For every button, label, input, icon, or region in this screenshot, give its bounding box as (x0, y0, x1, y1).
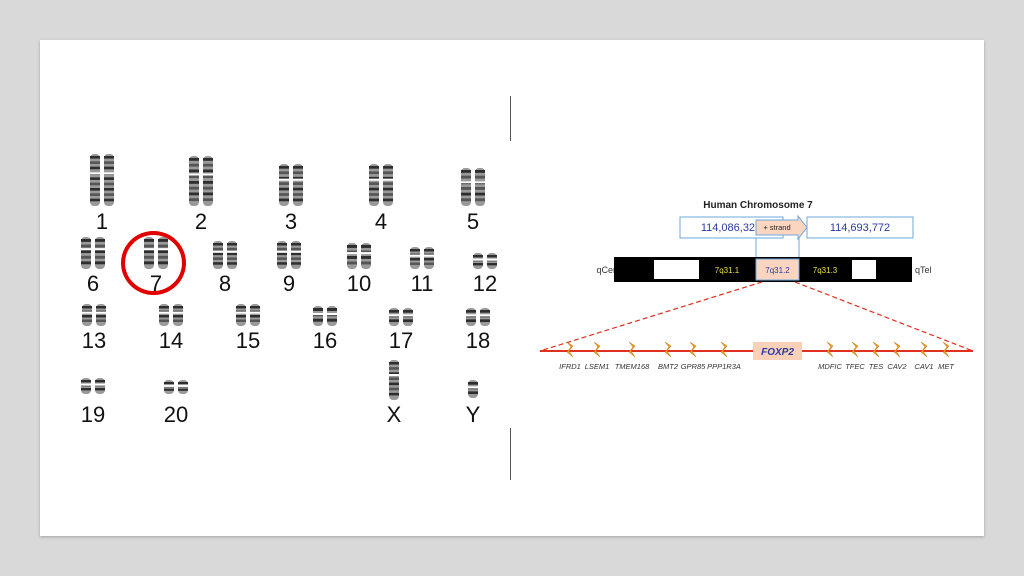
chromosome-label-18: 18 (465, 328, 491, 353)
end-coordinate: 114,693,772 (830, 222, 890, 234)
chromosome-7-highlight-ring (121, 231, 186, 295)
gene-bmt2: BMT2 (658, 362, 679, 371)
chromosome-pair-8 (212, 241, 238, 269)
strand-label: + strand (763, 223, 790, 232)
chromosome-label-2: 2 (194, 209, 208, 234)
gene-lsem1: LSEM1 (585, 362, 610, 371)
strand-arrow (755, 214, 808, 241)
divider-top (510, 96, 511, 141)
chromosome-pair-1 (89, 154, 115, 206)
light-band-right (852, 260, 876, 279)
chromosome-label-13: 13 (81, 328, 107, 353)
chromosome-pair-16 (312, 306, 338, 326)
chromosome-label-12: 12 (472, 271, 498, 296)
chromosome-label-19: 19 (80, 402, 106, 427)
chromosome-pair-9 (276, 241, 302, 269)
light-band-left (654, 260, 699, 279)
chromosome-pair-x (388, 360, 400, 400)
chromosome-pair-5 (460, 168, 486, 206)
chromosome-label-4: 4 (374, 209, 388, 234)
start-coordinate: 114,086,327 (701, 222, 761, 234)
gene-ifrd1: IFRD1 (559, 362, 581, 371)
chromosome-label-9: 9 (282, 271, 296, 296)
chromosome-label-17: 17 (388, 328, 414, 353)
focus-gene-foxp2: FOXP2 (761, 347, 794, 358)
gene-gpr85: GPR85 (681, 362, 706, 371)
gene-tes: TES (869, 362, 884, 371)
chromosome-pair-13 (81, 304, 107, 326)
gene-mdfic: MDFIC (818, 362, 842, 371)
gene-marker-1 (593, 341, 601, 358)
chromosome-pair-14 (158, 304, 184, 326)
chromosome-label-11: 11 (410, 271, 434, 296)
chromosome-pair-6 (80, 237, 106, 269)
gene-marker-2 (628, 341, 636, 358)
chromosome-pair-y (467, 380, 479, 398)
gene-marker-10 (920, 341, 928, 358)
chromosome-label-20: 20 (163, 402, 189, 427)
chromosome-pair-11 (409, 247, 435, 269)
gene-ppp1r3a: PPP1R3A (707, 362, 741, 371)
locus-title: Human Chromosome 7 (703, 200, 813, 211)
zoom-line-right (794, 281, 974, 352)
band-7q31-2: 7q31.2 (765, 266, 790, 275)
chromosome-label-15: 15 (235, 328, 261, 353)
chromosome-pair-20 (163, 380, 189, 394)
chromosome-label-14: 14 (158, 328, 184, 353)
chromosome-pair-12 (472, 253, 498, 269)
chromosome-label-y: Y (465, 402, 481, 427)
chromosome-pair-18 (465, 308, 491, 326)
chromosome-label-5: 5 (466, 209, 480, 234)
gene-met: MET (938, 362, 955, 371)
chromosome-pair-4 (368, 164, 394, 206)
chromosome-pair-3 (278, 164, 304, 206)
gene-marker-3 (664, 341, 672, 358)
chromosome-label-16: 16 (312, 328, 338, 353)
band-7q31-2-highlight (755, 258, 800, 281)
chromosome-label-1: 1 (95, 209, 109, 234)
gene-marker-8 (872, 341, 880, 358)
gene-tmem168: TMEM168 (615, 362, 650, 371)
right-end-label: qTel (915, 265, 932, 275)
chromosome-label-3: 3 (284, 209, 298, 234)
gene-marker-6 (826, 341, 834, 358)
gene-marker-11 (942, 341, 950, 358)
divider-bottom (510, 428, 511, 480)
chromosome-pair-19 (80, 378, 106, 394)
left-end-label: qCen (596, 265, 618, 275)
gene-marker-7 (851, 341, 859, 358)
chromosome-pair-10 (346, 243, 372, 269)
chromosome-pair-15 (235, 304, 261, 326)
gene-marker-9 (893, 341, 901, 358)
gene-cav2: CAV2 (887, 362, 907, 371)
chromosome-label-8: 8 (218, 271, 232, 296)
gene-cav1: CAV1 (914, 362, 933, 371)
foxp2-box (753, 342, 802, 360)
gene-marker-4 (689, 341, 697, 358)
chromosome-label-10: 10 (346, 271, 372, 296)
chromosome-pair-17 (388, 308, 414, 326)
band-7q31-1: 7q31.1 (715, 266, 740, 275)
zoom-line-left (539, 281, 763, 352)
chromosome-label-x: X (386, 402, 402, 427)
gene-marker-0 (566, 341, 574, 358)
band-7q31-3: 7q31.3 (813, 266, 838, 275)
chromosome-pair-2 (188, 156, 214, 206)
locus-diagram: Human Chromosome 7 114,086,327 114,693,7… (539, 200, 974, 371)
slide: 1 2 3 4 5 6 7 8 9 10 11 12 13 14 15 16 1… (40, 40, 984, 536)
gene-tfec: TFEC (845, 362, 865, 371)
gene-marker-5 (720, 341, 728, 358)
chromosome-label-6: 6 (86, 271, 100, 296)
gene-markers (566, 341, 950, 358)
